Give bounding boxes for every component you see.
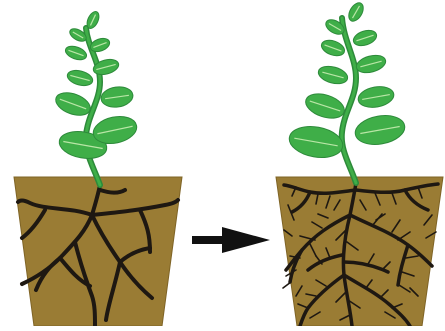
arrow-shaft	[192, 236, 224, 244]
